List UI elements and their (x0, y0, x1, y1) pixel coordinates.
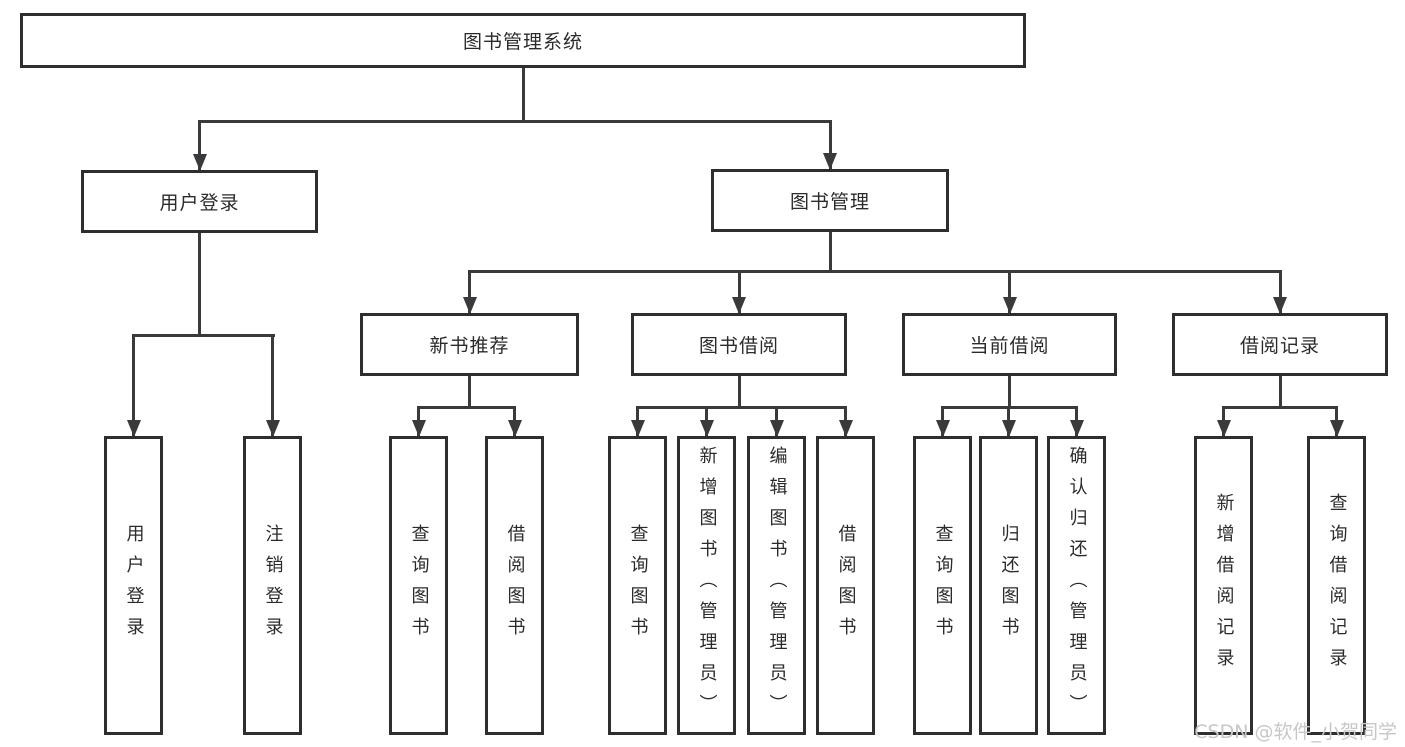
connector-arrow-user-login (198, 122, 201, 171)
connector-arrow-leaf-logout (271, 335, 274, 437)
leaf-label: 借阅图书 (504, 523, 526, 648)
connector-arrow-nb-query (417, 407, 420, 437)
connector-arrow-cb-confirm (1075, 407, 1078, 437)
node-label: 图书管理系统 (462, 31, 583, 53)
connector-root-bar (198, 120, 832, 123)
leaf-label: 用户登录 (123, 523, 145, 648)
leaf-label: 归还图书 (998, 523, 1020, 648)
leaf-user-login: 用户登录 (104, 436, 163, 735)
node-label: 用户登录 (159, 192, 240, 214)
connector-arrow-bb-edit (775, 407, 778, 437)
node-label: 借阅记录 (1239, 335, 1320, 357)
connector-br-bar (1222, 405, 1338, 409)
leaf-cb-return-books: 归还图书 (979, 436, 1038, 735)
connector-arrow-new-book (468, 270, 471, 314)
leaf-label: 编辑图书（管理员） (766, 446, 788, 725)
leaf-nb-borrow-books: 借阅图书 (485, 436, 544, 735)
connector-arrow-bb-add (705, 407, 708, 437)
leaf-br-add-borrow-record: 新增借阅记录 (1194, 436, 1253, 735)
connector-root-stub (521, 68, 525, 123)
node-label: 图书借阅 (698, 335, 779, 357)
connector-br-stub (1278, 376, 1282, 407)
node-new-book-recommendation: 新书推荐 (360, 313, 579, 376)
connector-user-login-bar (132, 333, 275, 337)
node-user-login: 用户登录 (81, 170, 318, 233)
leaf-label: 借阅图书 (835, 523, 857, 648)
connector-arrow-current-borrow (1008, 270, 1011, 314)
node-library-system: 图书管理系统 (20, 13, 1026, 68)
leaf-cb-query-books: 查询图书 (913, 436, 972, 735)
leaf-br-query-borrow-record: 查询借阅记录 (1307, 436, 1366, 735)
connector-arrow-br-add (1222, 407, 1225, 437)
connector-nb-stub (468, 376, 471, 407)
leaf-cb-confirm-return-admin: 确认归还（管理员） (1047, 436, 1106, 735)
connector-nb-bar (417, 405, 516, 409)
connector-user-login-stub (198, 233, 201, 336)
leaf-bb-add-book-admin: 新增图书（管理员） (677, 436, 736, 735)
connector-arrow-leaf-user-login (132, 335, 135, 437)
leaf-logout-login: 注销登录 (243, 436, 302, 735)
connector-book-mgmt-stub (828, 232, 832, 272)
node-current-borrowing: 当前借阅 (902, 313, 1117, 376)
connector-cb-stub (1008, 376, 1011, 407)
leaf-label: 注销登录 (262, 523, 284, 648)
connector-arrow-book-borrow (737, 270, 741, 314)
connector-arrow-borrow-records (1278, 270, 1282, 314)
node-book-management: 图书管理 (711, 169, 949, 232)
node-label: 图书管理 (789, 191, 870, 213)
leaf-label: 查询图书 (408, 523, 430, 648)
connector-arrow-cb-return (1007, 407, 1010, 437)
leaf-nb-query-books: 查询图书 (389, 436, 448, 735)
node-book-borrowing: 图书借阅 (631, 313, 847, 376)
connector-arrow-bb-query (636, 407, 639, 437)
connector-arrow-book-management (828, 122, 832, 170)
node-borrowing-records: 借阅记录 (1172, 313, 1388, 376)
node-label: 当前借阅 (969, 335, 1050, 357)
csdn-watermark: CSDN @软件_小贺同学 (1194, 721, 1397, 743)
leaf-label: 新增借阅记录 (1213, 492, 1235, 679)
connector-book-mgmt-bar (468, 269, 1282, 273)
leaf-label: 查询图书 (932, 523, 954, 648)
leaf-bb-query-books: 查询图书 (608, 436, 667, 735)
connector-bb-stub (737, 376, 741, 407)
leaf-label: 查询借阅记录 (1326, 492, 1348, 679)
leaf-bb-edit-book-admin: 编辑图书（管理员） (747, 436, 806, 735)
leaf-label: 确认归还（管理员） (1066, 446, 1088, 725)
connector-arrow-nb-borrow (513, 407, 516, 437)
node-label: 新书推荐 (429, 335, 510, 357)
leaf-label: 查询图书 (627, 523, 649, 648)
leaf-label: 新增图书（管理员） (696, 446, 718, 725)
leaf-bb-borrow-books: 借阅图书 (816, 436, 875, 735)
connector-arrow-cb-query (941, 407, 944, 437)
connector-arrow-br-query (1335, 407, 1338, 437)
connector-bb-bar (636, 405, 847, 409)
connector-arrow-bb-borrow (844, 407, 847, 437)
